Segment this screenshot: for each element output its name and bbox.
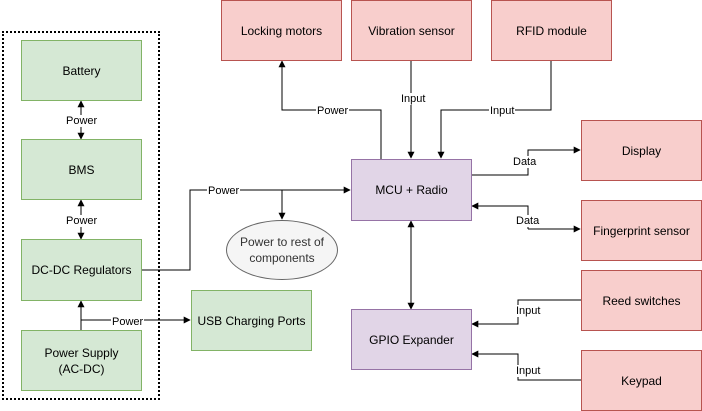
power-group-boundary	[2, 31, 160, 400]
locking-motors-node[interactable]: Locking motors	[221, 0, 342, 61]
vibration-label: Vibration sensor	[368, 23, 455, 38]
rfid-module-node[interactable]: RFID module	[491, 0, 612, 61]
bms-label: BMS	[68, 162, 95, 177]
display-label: Display	[621, 143, 662, 158]
edge-label-bms-dcdc: Power	[65, 215, 99, 227]
mcu-radio-node[interactable]: MCU + Radio	[351, 159, 472, 221]
edge-dcdc-mcu	[141, 186, 351, 271]
reed-label: Reed switches	[602, 293, 681, 308]
edge-label-reed-gpio: Input	[515, 305, 542, 317]
edge-label-mcu-display: Data	[512, 156, 538, 168]
edge-label-mcu-locking: Power	[316, 105, 350, 117]
keypad-node[interactable]: Keypad	[581, 350, 702, 411]
vibration-sensor-node[interactable]: Vibration sensor	[351, 0, 472, 61]
battery-label: Battery	[62, 63, 101, 78]
power-to-rest-note[interactable]: Power to rest of components	[226, 220, 338, 280]
gpio-expander-node[interactable]: GPIO Expander	[351, 309, 472, 370]
dcdc-node[interactable]: DC-DC Regulators	[21, 239, 142, 301]
mcu-label: MCU + Radio	[375, 183, 448, 197]
bms-node[interactable]: BMS	[21, 139, 142, 200]
power-rest-label-1: Power to rest of	[239, 235, 325, 249]
edge-label-battery-bms: Power	[65, 115, 99, 127]
gpio-label: GPIO Expander	[369, 332, 454, 347]
rfid-label: RFID module	[516, 23, 587, 38]
power-supply-node[interactable]: Power Supply (AC-DC)	[21, 330, 142, 391]
battery-node[interactable]: Battery	[21, 40, 142, 101]
usb-label: USB Charging Ports	[197, 313, 306, 328]
power-rest-label-2: components	[249, 251, 315, 265]
display-node[interactable]: Display	[581, 120, 702, 181]
dcdc-label: DC-DC Regulators	[31, 263, 132, 277]
reed-switches-node[interactable]: Reed switches	[581, 270, 702, 331]
edge-label-ps-usb: Power	[111, 316, 145, 328]
power-supply-label-1: Power Supply	[44, 345, 119, 360]
edge-label-dcdc-mcu: Power	[207, 185, 241, 197]
keypad-label: Keypad	[621, 373, 662, 388]
power-supply-label-2: (AC-DC)	[58, 361, 105, 376]
fingerprint-label: Fingerprint sensor	[593, 223, 690, 238]
edge-label-fingerprint-mcu: Data	[515, 215, 541, 227]
locking-label: Locking motors	[240, 23, 323, 38]
edge-label-keypad-gpio: Input	[515, 365, 542, 377]
fingerprint-sensor-node[interactable]: Fingerprint sensor	[581, 200, 702, 261]
edge-label-rfid-mcu: Input	[489, 105, 516, 117]
usb-charging-node[interactable]: USB Charging Ports	[191, 290, 312, 351]
edge-label-vibration-mcu: Input	[400, 93, 427, 105]
